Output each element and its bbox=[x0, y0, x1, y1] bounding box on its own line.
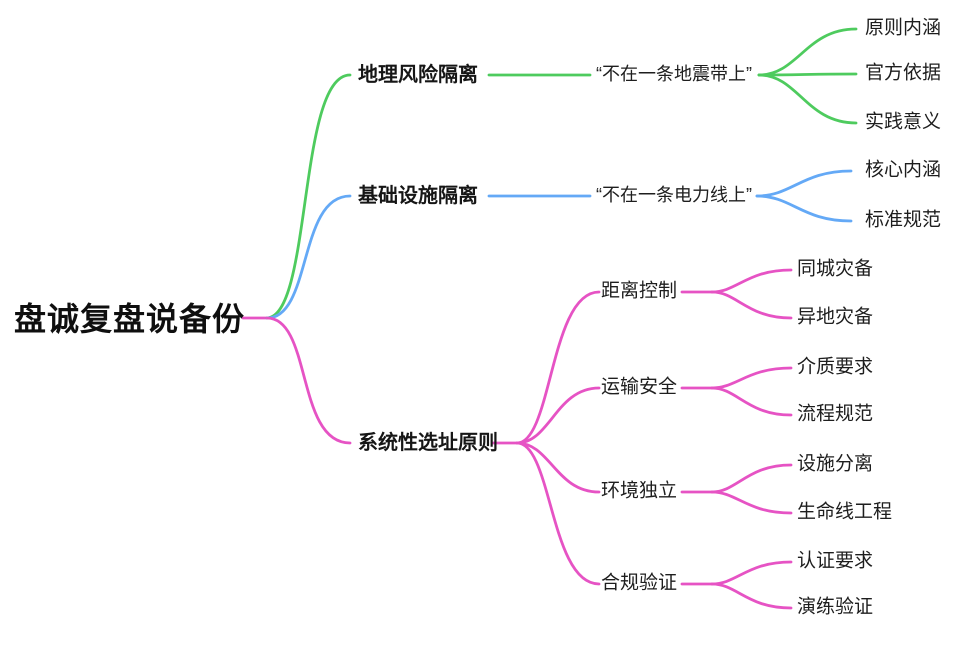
connector-transport-leaf-1 bbox=[710, 366, 793, 390]
sub-node-distance[interactable]: 距离控制 bbox=[601, 280, 678, 302]
connector-site-sub-2 bbox=[515, 386, 601, 445]
branch-node-site[interactable]: 系统性选址原则 bbox=[358, 432, 498, 454]
leaf-node[interactable]: 同城灾备 bbox=[797, 258, 874, 280]
branch-curve-site bbox=[265, 316, 352, 445]
connector-compliance-leaf-1 bbox=[710, 560, 793, 586]
root-node[interactable]: 盘诚复盘说备份 bbox=[14, 300, 246, 337]
leaf-node[interactable]: 原则内涵 bbox=[865, 17, 942, 39]
leaf-node[interactable]: 介质要求 bbox=[797, 356, 874, 378]
leaf-node[interactable]: 认证要求 bbox=[797, 550, 874, 572]
leaf-node[interactable]: 异地灾备 bbox=[797, 306, 874, 328]
connector-site-sub-3 bbox=[515, 441, 601, 494]
connector-env-leaf-1 bbox=[710, 463, 793, 494]
quote-node-earthquake[interactable]: “不在一条地震带上” bbox=[596, 64, 752, 85]
quote-node-powerline[interactable]: “不在一条电力线上” bbox=[596, 185, 752, 206]
sub-node-environment[interactable]: 环境独立 bbox=[601, 480, 678, 502]
connector-infra-leaf-2 bbox=[755, 194, 853, 223]
connector-distance-leaf-2 bbox=[710, 290, 793, 320]
connector-geo-leaf-1 bbox=[757, 27, 858, 77]
connector-site-sub-1 bbox=[515, 290, 601, 445]
leaf-node[interactable]: 官方依据 bbox=[865, 62, 942, 84]
sub-node-transport[interactable]: 运输安全 bbox=[601, 376, 678, 398]
branch-curve-geo bbox=[265, 73, 352, 320]
connector-infra-leaf-1 bbox=[755, 169, 853, 198]
branch-node-geo[interactable]: 地理风险隔离 bbox=[358, 64, 478, 86]
branch-curve-infra bbox=[265, 194, 352, 320]
leaf-node[interactable]: 流程规范 bbox=[797, 403, 874, 425]
leaf-node[interactable]: 实践意义 bbox=[865, 111, 942, 133]
leaf-node[interactable]: 设施分离 bbox=[797, 453, 874, 475]
connector-transport-leaf-2 bbox=[710, 386, 793, 417]
connector-distance-leaf-1 bbox=[710, 268, 793, 294]
connector-geo-leaf-3 bbox=[757, 73, 858, 125]
connector-compliance-leaf-2 bbox=[710, 582, 793, 610]
connector-env-leaf-2 bbox=[710, 490, 793, 515]
leaf-node[interactable]: 标准规范 bbox=[865, 209, 942, 231]
connector-geo-leaf-2 bbox=[757, 72, 858, 77]
branch-node-infra[interactable]: 基础设施隔离 bbox=[358, 185, 478, 207]
leaf-node[interactable]: 核心内涵 bbox=[865, 159, 942, 181]
connector-site-sub-4 bbox=[515, 441, 601, 586]
leaf-node[interactable]: 演练验证 bbox=[797, 596, 874, 618]
sub-node-compliance[interactable]: 合规验证 bbox=[601, 572, 678, 594]
leaf-node[interactable]: 生命线工程 bbox=[797, 501, 893, 523]
